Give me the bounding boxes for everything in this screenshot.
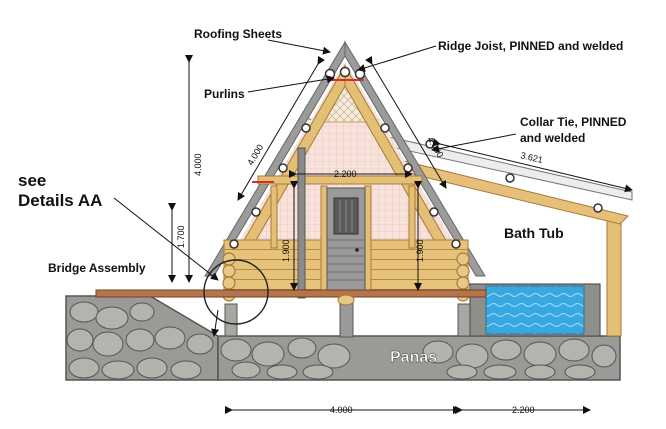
door [326, 187, 366, 293]
label-purlins: Purlins [204, 87, 245, 101]
leader-lines [113, 39, 517, 337]
label-bath-tub: Bath Tub [504, 225, 564, 241]
dim-base-width: 4.000 [330, 405, 353, 415]
bath-tub [469, 283, 601, 337]
label-bridge-assembly: Bridge Assembly [48, 261, 146, 275]
labels: Roofing Sheets Ridge Joist, PINNED and w… [18, 27, 627, 366]
label-collar-tie-2: and welded [520, 131, 585, 145]
dim-height-total: 4.000 [193, 153, 203, 176]
dim-tub-width: 2.200 [512, 405, 535, 415]
dimension-lines [168, 55, 633, 414]
bath-support-post [606, 215, 622, 337]
dim-rafter-left: 4.000 [245, 143, 265, 167]
dim-bath-roof: 3.621 [520, 150, 544, 165]
label-details-aa: Details AA [18, 191, 102, 210]
dim-wall-left: 1.900 [281, 239, 291, 262]
label-ridge-joist: Ridge Joist, PINNED and welded [438, 39, 623, 53]
dim-collar-span: 2.200 [334, 169, 357, 179]
dim-height-low: 1.700 [176, 225, 186, 248]
stone-piers [224, 303, 471, 337]
label-collar-tie-1: Collar Tie, PINNED [520, 115, 627, 129]
dim-wall-right: 1.900 [415, 239, 425, 262]
label-see: see [18, 171, 46, 190]
label-roofing-sheets: Roofing Sheets [194, 27, 282, 41]
stone-foundation [65, 295, 621, 381]
details-aa-circle [203, 259, 269, 325]
label-panas: Panas [390, 349, 437, 366]
deck-beam [95, 289, 487, 298]
